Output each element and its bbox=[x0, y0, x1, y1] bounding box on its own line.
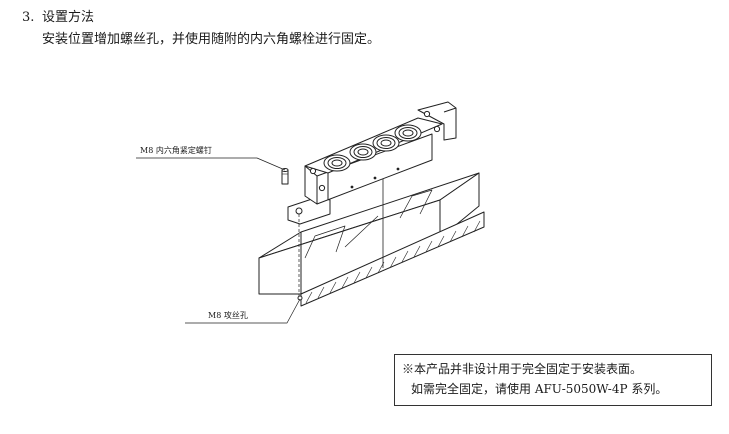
leader-tapped-hole bbox=[185, 298, 301, 324]
note-box: ※本产品并非设计用于完全固定于安装表面。 如需完全固定，请使用 AFU-5050… bbox=[394, 354, 712, 406]
suction-pucks bbox=[323, 124, 422, 172]
rail-end-face bbox=[439, 172, 480, 239]
section-description: 安装位置增加螺丝孔，并使用随附的内六角螺栓进行固定。 bbox=[42, 32, 381, 47]
note-line-2: 如需完全固定，请使用 AFU-5050W-4P 系列。 bbox=[411, 382, 668, 396]
label-tapped-hole: M8 攻丝孔 bbox=[208, 310, 248, 320]
section-number: 3. bbox=[22, 10, 35, 25]
leader-set-screw bbox=[136, 157, 286, 171]
section-heading: 3. 设置方法 bbox=[22, 9, 94, 27]
section-title: 设置方法 bbox=[42, 10, 95, 25]
note-line-1: ※本产品并非设计用于完全固定于安装表面。 bbox=[402, 362, 643, 376]
label-set-screw: M8 内六角紧定螺钉 bbox=[140, 145, 212, 155]
set-screw-part bbox=[281, 168, 289, 185]
rail-bottom-strip bbox=[300, 211, 485, 307]
